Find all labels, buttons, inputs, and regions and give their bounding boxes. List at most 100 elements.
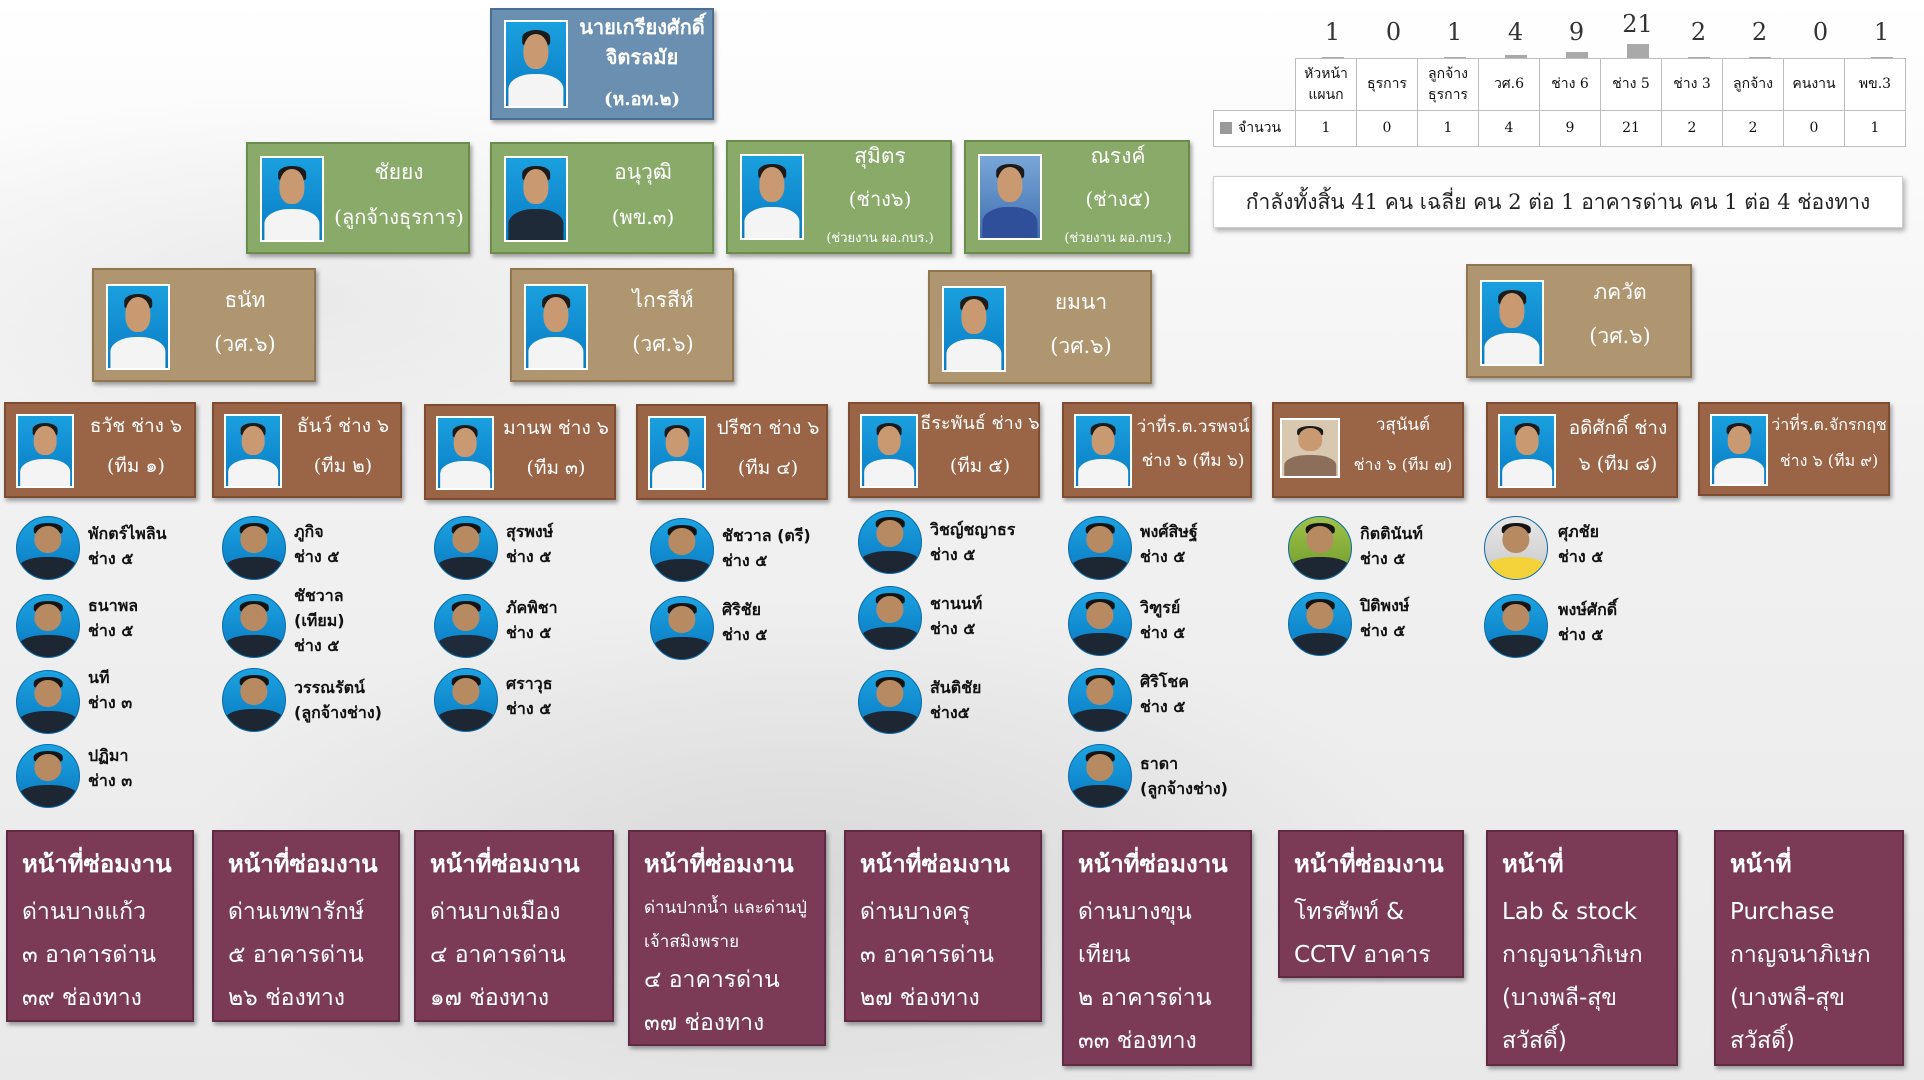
level3-card-1: ธนัท (วศ.๖) xyxy=(92,268,316,382)
bar-value-label: 1 xyxy=(1446,18,1463,46)
team-photo-8 xyxy=(1498,414,1556,488)
level2-pos-4: (ช่าง๕) xyxy=(1085,187,1151,211)
level2-note-4: (ช่วยงาน ผอ.กบร.) xyxy=(1064,231,1172,246)
table-value-cell: 1 xyxy=(1844,110,1906,147)
team-line1-5: ธีระพันธ์ ช่าง ๖ xyxy=(920,413,1040,434)
member-name: ศิริชัยช่าง ๕ xyxy=(722,600,768,644)
level3-name-3: ยมนา xyxy=(1054,290,1108,314)
level2-card-3: สุมิตร (ช่าง๖) (ช่วยงาน ผอ.กบร.) xyxy=(726,140,952,254)
table-header-cell: ธุรการ xyxy=(1356,58,1418,111)
level3-pos-1: (วศ.๖) xyxy=(214,332,276,356)
table-value-cell: 0 xyxy=(1356,110,1418,147)
team-card-8: อดิศักดิ์ ช่าง ๖ (ทีม ๘) xyxy=(1486,402,1678,498)
member-name: ชัชวาล (เทียม)ช่าง ๕ xyxy=(294,586,345,655)
member-avatar xyxy=(222,594,286,658)
member-name: ปิติพงษ์ช่าง ๕ xyxy=(1360,596,1410,640)
member-avatar xyxy=(858,670,922,734)
team-line2-5: (ทีม ๕) xyxy=(949,455,1011,477)
team-line1-4: ปรีชา ช่าง ๖ xyxy=(716,417,820,439)
duty-box-2: หน้าที่ซ่อมงาน ด่านเทพารักษ์๕ อาคารด่าน๒… xyxy=(212,830,400,1022)
duty-box-3: หน้าที่ซ่อมงาน ด่านบางเมือง๔ อาคารด่าน๑๗… xyxy=(414,830,614,1022)
bar xyxy=(1627,44,1649,58)
duty-box-5: หน้าที่ซ่อมงาน ด่านบางครุ๓ อาคารด่าน๒๗ ช… xyxy=(844,830,1042,1022)
member-name: ศิริโชคช่าง ๕ xyxy=(1140,672,1189,716)
bar xyxy=(1871,57,1893,58)
bar xyxy=(1566,52,1588,58)
duty-box-6: หน้าที่ซ่อมงาน ด่านบางขุนเทียน๒ อาคารด่า… xyxy=(1062,830,1252,1066)
member-avatar xyxy=(1068,744,1132,808)
team-line2-9: ช่าง ๖ (ทีม ๙) xyxy=(1779,451,1879,470)
team-photo-7 xyxy=(1280,418,1340,478)
team-photo-6 xyxy=(1074,414,1132,488)
team-card-7: วสุนันต์ ช่าง ๖ (ทีม ๗) xyxy=(1272,402,1464,498)
table-header-cell: ช่าง 3 xyxy=(1661,58,1723,111)
level2-card-1: ชัยยง (ลูกจ้างธุรการ) xyxy=(246,142,470,254)
team-photo-3 xyxy=(436,416,494,490)
level3-card-2: ไกรสีห์ (วศ.๖) xyxy=(510,268,734,382)
member-avatar xyxy=(16,744,80,808)
member-avatar xyxy=(1484,594,1548,658)
member-avatar xyxy=(1068,592,1132,656)
team-card-9: ว่าที่ร.ต.จักรกฤช ช่าง ๖ (ทีม ๙) xyxy=(1698,402,1890,496)
level3-pos-3: (วศ.๖) xyxy=(1050,334,1112,358)
team-card-6: ว่าที่ร.ต.วรพจน์ ช่าง ๖ (ทีม ๖) xyxy=(1062,402,1252,498)
bar-value-label: 2 xyxy=(1751,18,1768,46)
bar xyxy=(1749,57,1771,58)
table-value-cell: 9 xyxy=(1539,110,1601,147)
member-avatar xyxy=(858,510,922,574)
member-avatar xyxy=(1068,668,1132,732)
team-card-2: ธันว์ ช่าง ๖ (ทีม ๒) xyxy=(212,402,402,498)
team-line2-7: ช่าง ๖ (ทีม ๗) xyxy=(1353,455,1453,474)
level3-pos-2: (วศ.๖) xyxy=(632,332,694,356)
level3-name-4: ภควัต xyxy=(1593,280,1647,304)
level2-name-3: สุมิตร xyxy=(854,144,906,168)
bar-value-label: 1 xyxy=(1324,18,1341,46)
member-avatar xyxy=(650,596,714,660)
table-header-cell: พข.3 xyxy=(1844,58,1906,111)
level2-note-3: (ช่วยงาน ผอ.กบร.) xyxy=(826,231,934,246)
member-avatar xyxy=(650,518,714,582)
member-name: ภูกิจช่าง ๕ xyxy=(294,522,340,566)
table-value-cell: 1 xyxy=(1417,110,1479,147)
bar xyxy=(1688,57,1710,58)
table-value-cell: 2 xyxy=(1722,110,1784,147)
member-avatar xyxy=(1288,516,1352,580)
bar-value-label: 9 xyxy=(1568,18,1585,46)
duty-box-4: หน้าที่ซ่อมงาน ด่านปากน้ำ และด่านปู่เจ้า… xyxy=(628,830,826,1046)
member-name: ชัชวาล (ตรี)ช่าง ๕ xyxy=(722,526,811,570)
team-photo-2 xyxy=(224,414,282,488)
member-name: วรรณรัตน์(ลูกจ้างช่าง) xyxy=(294,678,382,722)
level3-card-3: ยมนา (วศ.๖) xyxy=(928,270,1152,384)
member-name: นทีช่าง ๓ xyxy=(88,668,133,712)
member-avatar xyxy=(434,516,498,580)
member-avatar xyxy=(222,516,286,580)
member-avatar xyxy=(1484,516,1548,580)
member-name: ชานนท์ช่าง ๕ xyxy=(930,594,983,638)
level2-photo-2 xyxy=(504,156,568,242)
duty-box-1: หน้าที่ซ่อมงาน ด่านบางแก้ว๓ อาคารด่าน๓๙ … xyxy=(6,830,194,1022)
level2-photo-3 xyxy=(740,154,804,240)
team-line1-1: ธวัช ช่าง ๖ xyxy=(89,415,183,437)
level2-name-1: ชัยยง xyxy=(374,160,424,184)
bar-value-label: 1 xyxy=(1873,18,1890,46)
team-line2-8: ๖ (ทีม ๘) xyxy=(1578,453,1658,475)
table-value-cell: 1 xyxy=(1295,110,1357,147)
table-header-cell: ช่าง 5 xyxy=(1600,58,1662,111)
member-avatar xyxy=(1068,516,1132,580)
member-name: พงษ์ศักดิ์ช่าง ๕ xyxy=(1558,600,1618,644)
team-photo-1 xyxy=(16,414,74,488)
head-photo xyxy=(504,20,568,108)
member-avatar xyxy=(1288,592,1352,656)
level2-pos-2: (พข.๓) xyxy=(611,205,675,229)
level2-name-4: ณรงค์ xyxy=(1090,144,1146,168)
team-line2-6: ช่าง ๖ (ทีม ๖) xyxy=(1141,451,1245,471)
team-line1-9: ว่าที่ร.ต.จักรกฤช xyxy=(1771,415,1887,434)
team-line2-2: (ทีม ๒) xyxy=(313,455,373,477)
member-avatar xyxy=(858,586,922,650)
level2-photo-1 xyxy=(260,156,324,242)
member-name: พักตร์ไพลินช่าง ๕ xyxy=(88,524,167,568)
table-value-cell: 0 xyxy=(1783,110,1845,147)
